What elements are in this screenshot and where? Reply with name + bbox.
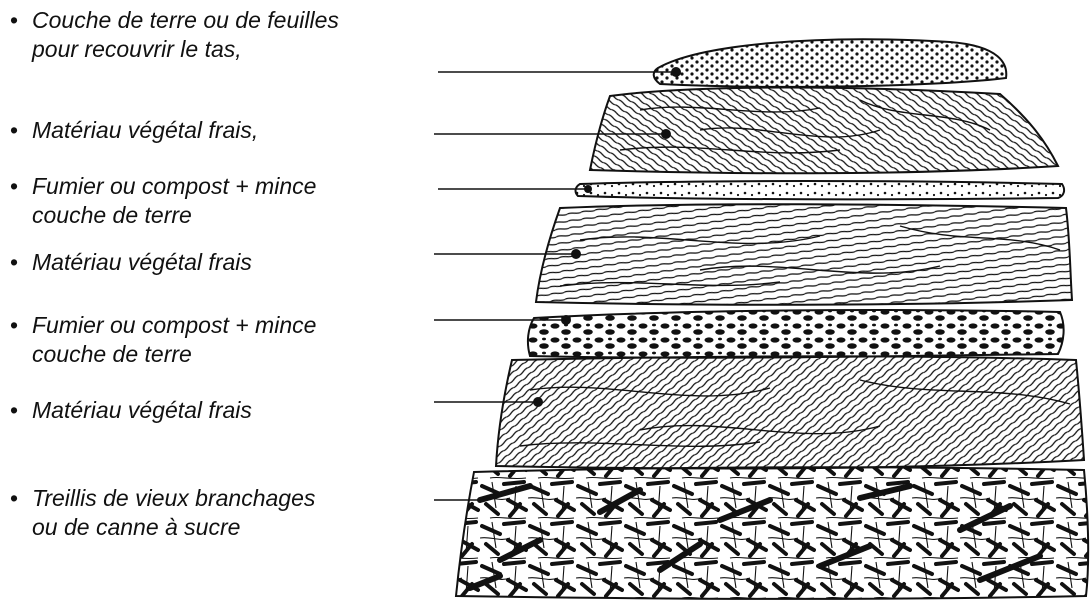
layer-soil-cover [654, 39, 1007, 87]
layer-manure-thin [576, 181, 1065, 199]
layer-fresh-plant-top [590, 88, 1058, 174]
layer-fresh-plant-middle [536, 204, 1072, 305]
layer-fresh-plant-bottom [496, 356, 1084, 468]
layer-branch-lattice [456, 467, 1088, 599]
layer-manure-thick [528, 310, 1064, 358]
